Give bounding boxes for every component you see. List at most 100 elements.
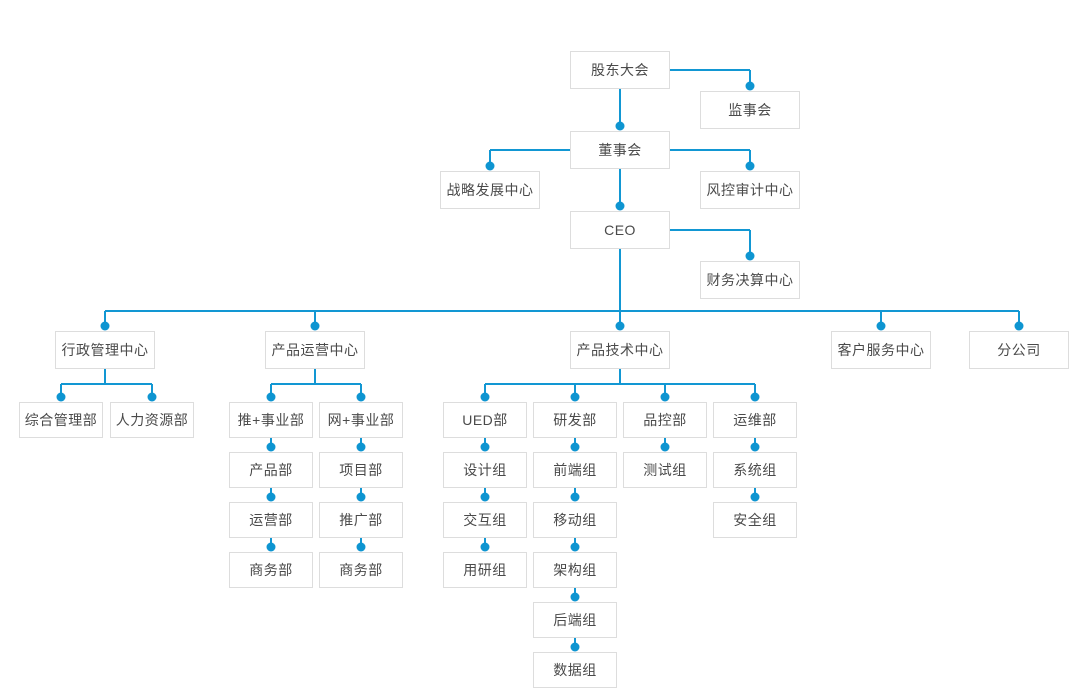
- org-node-label: 交互组: [463, 512, 507, 528]
- org-node-label: 运营部: [249, 512, 293, 528]
- connector-dot: [745, 81, 755, 91]
- org-node-label: 监事会: [728, 102, 772, 118]
- org-node-promotion-dept[interactable]: 推广部: [319, 502, 403, 538]
- org-node-label: 股东大会: [591, 62, 649, 78]
- org-node-ued-dept[interactable]: UED部: [443, 402, 527, 438]
- org-node-branch[interactable]: 分公司: [969, 331, 1069, 369]
- org-node-user-research-group[interactable]: 用研组: [443, 552, 527, 588]
- org-node-security-group[interactable]: 安全组: [713, 502, 797, 538]
- org-node-shareholders[interactable]: 股东大会: [570, 51, 670, 89]
- org-node-risk-audit[interactable]: 风控审计中心: [700, 171, 800, 209]
- org-node-label: 产品部: [249, 462, 293, 478]
- connector-dot: [480, 392, 490, 402]
- connector-dot: [100, 321, 110, 331]
- org-node-label: UED部: [462, 412, 508, 428]
- org-node-product-tech[interactable]: 产品技术中心: [570, 331, 670, 369]
- connector-dot: [615, 121, 625, 131]
- org-node-system-group[interactable]: 系统组: [713, 452, 797, 488]
- org-node-supervisory[interactable]: 监事会: [700, 91, 800, 129]
- org-node-architecture-group[interactable]: 架构组: [533, 552, 617, 588]
- org-node-product-ops[interactable]: 产品运营中心: [265, 331, 365, 369]
- org-node-business-dept-2[interactable]: 商务部: [319, 552, 403, 588]
- org-node-frontend-group[interactable]: 前端组: [533, 452, 617, 488]
- org-node-ops-dept[interactable]: 运维部: [713, 402, 797, 438]
- connector-dot: [570, 492, 580, 502]
- org-node-rd-dept[interactable]: 研发部: [533, 402, 617, 438]
- org-node-project-dept[interactable]: 项目部: [319, 452, 403, 488]
- org-node-label: 网+事业部: [327, 412, 395, 428]
- connector-dot: [266, 542, 276, 552]
- connector-dot: [56, 392, 66, 402]
- org-node-label: 产品技术中心: [576, 342, 664, 358]
- org-node-label: 系统组: [733, 462, 777, 478]
- org-node-product-dept[interactable]: 产品部: [229, 452, 313, 488]
- org-node-board[interactable]: 董事会: [570, 131, 670, 169]
- org-node-backend-group[interactable]: 后端组: [533, 602, 617, 638]
- org-node-tui-division[interactable]: 推+事业部: [229, 402, 313, 438]
- connector-dot: [570, 642, 580, 652]
- org-node-label: 设计组: [463, 462, 507, 478]
- connector-dot: [876, 321, 886, 331]
- org-node-label: 后端组: [553, 612, 597, 628]
- org-node-admin-center[interactable]: 行政管理中心: [55, 331, 155, 369]
- org-node-strategy[interactable]: 战略发展中心: [440, 171, 540, 209]
- connector-dot: [310, 321, 320, 331]
- org-node-label: 战略发展中心: [446, 182, 534, 198]
- org-node-label: 运维部: [733, 412, 777, 428]
- org-node-hr[interactable]: 人力资源部: [110, 402, 194, 438]
- connector-dot: [356, 492, 366, 502]
- org-node-qc-dept[interactable]: 品控部: [623, 402, 707, 438]
- connector-dot: [480, 492, 490, 502]
- org-node-label: CEO: [604, 222, 636, 238]
- org-node-label: 客户服务中心: [837, 342, 925, 358]
- connector-dot: [1014, 321, 1024, 331]
- connector-dot: [356, 542, 366, 552]
- connector-dot: [570, 392, 580, 402]
- connector-dot: [615, 321, 625, 331]
- org-node-general-mgmt[interactable]: 综合管理部: [19, 402, 103, 438]
- connector-dot: [745, 161, 755, 171]
- org-node-data-group[interactable]: 数据组: [533, 652, 617, 688]
- org-node-business-dept-1[interactable]: 商务部: [229, 552, 313, 588]
- org-node-label: 行政管理中心: [61, 342, 149, 358]
- org-node-label: 财务决算中心: [706, 272, 794, 288]
- org-node-label: 产品运营中心: [271, 342, 359, 358]
- org-node-label: 董事会: [598, 142, 642, 158]
- org-node-mobile-group[interactable]: 移动组: [533, 502, 617, 538]
- org-node-label: 综合管理部: [24, 412, 98, 428]
- org-node-label: 项目部: [339, 462, 383, 478]
- org-node-label: 数据组: [553, 662, 597, 678]
- connector-dot: [266, 492, 276, 502]
- org-node-design-group[interactable]: 设计组: [443, 452, 527, 488]
- org-node-label: 分公司: [997, 342, 1041, 358]
- connector-dot: [615, 201, 625, 211]
- connector-dot: [356, 392, 366, 402]
- connector-dot: [480, 542, 490, 552]
- org-node-interaction-group[interactable]: 交互组: [443, 502, 527, 538]
- connector-dot: [570, 542, 580, 552]
- org-node-label: 商务部: [249, 562, 293, 578]
- org-node-label: 研发部: [553, 412, 597, 428]
- connector-dot: [660, 392, 670, 402]
- org-node-label: 风控审计中心: [706, 182, 794, 198]
- org-node-label: 推+事业部: [237, 412, 305, 428]
- connector-dot: [660, 442, 670, 452]
- org-node-wang-division[interactable]: 网+事业部: [319, 402, 403, 438]
- org-node-label: 安全组: [733, 512, 777, 528]
- connector-dot: [485, 161, 495, 171]
- org-node-test-group[interactable]: 测试组: [623, 452, 707, 488]
- org-node-operation-dept[interactable]: 运营部: [229, 502, 313, 538]
- org-node-label: 品控部: [643, 412, 687, 428]
- connector-dot: [750, 392, 760, 402]
- connector-dot: [750, 442, 760, 452]
- org-node-label: 用研组: [463, 562, 507, 578]
- org-node-ceo[interactable]: CEO: [570, 211, 670, 249]
- connector-dot: [356, 442, 366, 452]
- connector-dot: [147, 392, 157, 402]
- org-node-label: 测试组: [643, 462, 687, 478]
- org-node-finance[interactable]: 财务决算中心: [700, 261, 800, 299]
- org-node-customer-service[interactable]: 客户服务中心: [831, 331, 931, 369]
